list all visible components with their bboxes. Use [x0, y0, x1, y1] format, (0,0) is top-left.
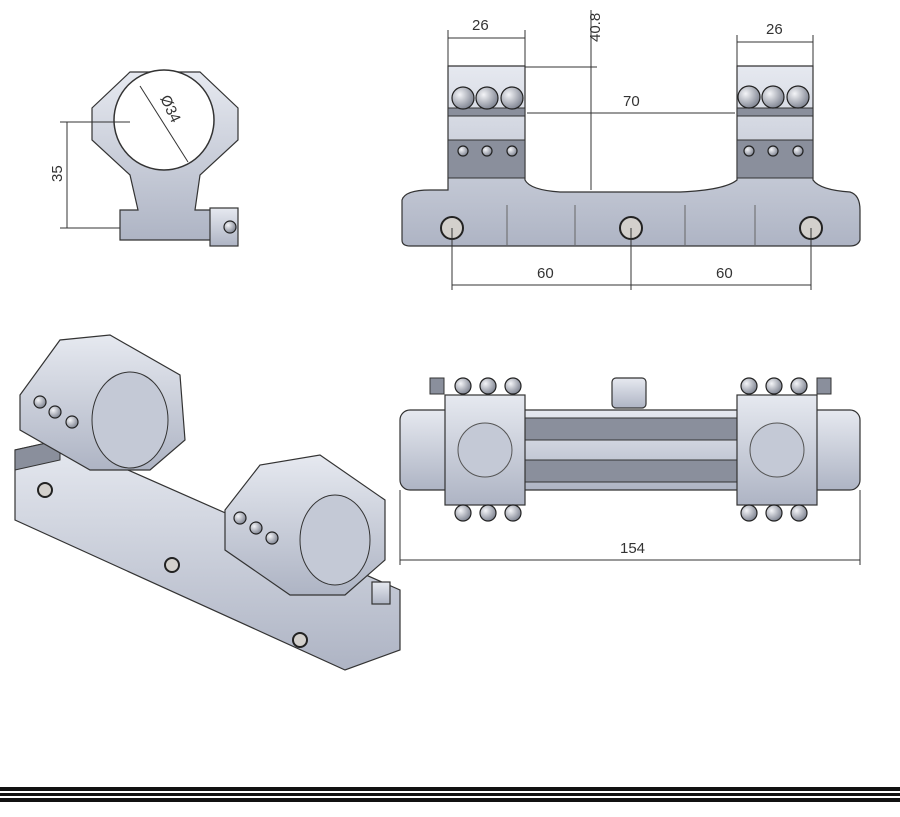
ring-width-left-label: 26 [472, 17, 489, 34]
clamp-knob-top [611, 377, 647, 409]
pin-spacing-right-label: 60 [716, 265, 733, 282]
height-label: 35 [49, 165, 66, 182]
front-view: Ø34 35 [49, 69, 239, 247]
torx-screws [454, 377, 808, 522]
ring-gap-label: 70 [623, 93, 640, 110]
ring-bore [113, 69, 215, 171]
ring-screws-right [737, 85, 810, 157]
isometric-view [14, 334, 401, 671]
ring-width-right-label: 26 [766, 21, 783, 38]
top-view: 154 [399, 377, 861, 565]
side-view: 26 26 40.8 70 60 60 [401, 10, 861, 290]
center-height-label: 40.8 [587, 13, 604, 42]
overall-length-label: 154 [620, 540, 645, 557]
ring-screws-left [451, 86, 524, 157]
footer-divider [0, 787, 900, 802]
pin-spacing-left-label: 60 [537, 265, 554, 282]
